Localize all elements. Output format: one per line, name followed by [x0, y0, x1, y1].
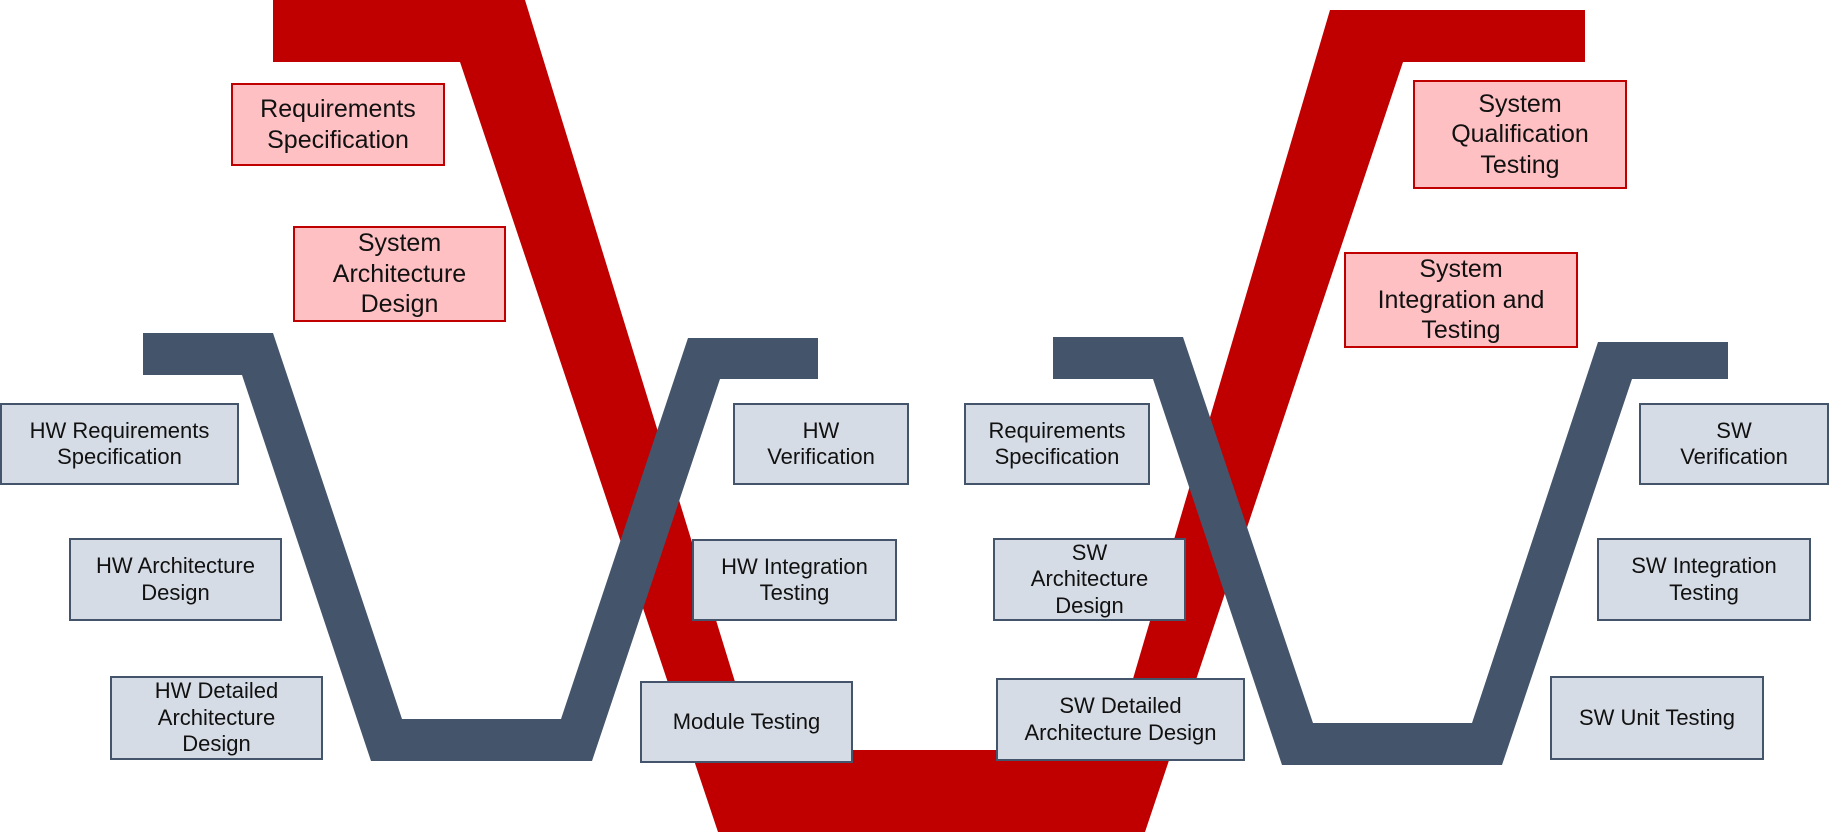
sw-verification-box: SW Verification [1639, 403, 1829, 485]
hw-detailed-architecture-design-box: HW Detailed Architecture Design [110, 676, 323, 760]
hw-requirements-specification-box: HW Requirements Specification [0, 403, 239, 485]
hw-verification-box: HW Verification [733, 403, 909, 485]
sw-requirements-specification-box: Requirements Specification [964, 403, 1150, 485]
system-qualification-testing-box: System Qualification Testing [1413, 80, 1627, 189]
hw-integration-testing-box: HW Integration Testing [692, 539, 897, 621]
system-integration-testing-box: System Integration and Testing [1344, 252, 1578, 348]
system-v-shape [273, 0, 1585, 832]
sw-unit-testing-box: SW Unit Testing [1550, 676, 1764, 760]
module-testing-box: Module Testing [640, 681, 853, 763]
system-architecture-design-box: System Architecture Design [293, 226, 506, 322]
hardware-v-shape [143, 333, 818, 761]
sw-integration-testing-box: SW Integration Testing [1597, 538, 1811, 621]
hw-architecture-design-box: HW Architecture Design [69, 538, 282, 621]
sw-architecture-design-box: SW Architecture Design [993, 538, 1186, 621]
system-requirements-specification-box: Requirements Specification [231, 83, 445, 166]
sw-detailed-architecture-design-box: SW Detailed Architecture Design [996, 678, 1245, 761]
